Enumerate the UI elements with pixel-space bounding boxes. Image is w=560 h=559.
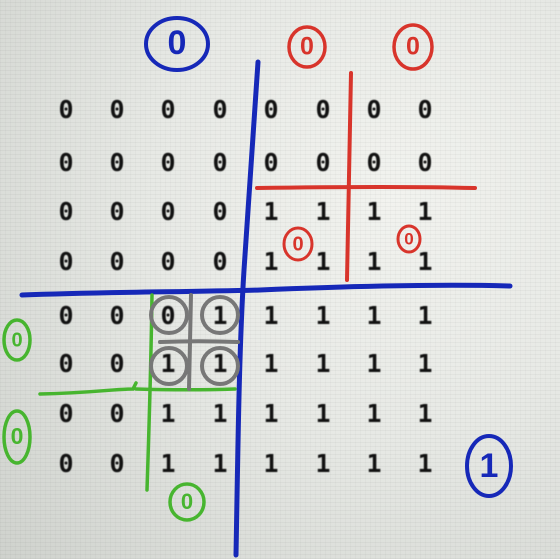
- matrix-cell: 1: [212, 449, 228, 478]
- matrix-cell: 1: [263, 247, 279, 276]
- matrix-cell: 1: [212, 301, 228, 330]
- matrix-cell: 0: [160, 197, 176, 226]
- gray-cell-circle: [200, 346, 240, 386]
- green-circle-upper: [2, 318, 32, 362]
- green-circle-bottom: [168, 482, 206, 522]
- red-label-inner-left: 0: [292, 233, 303, 255]
- matrix-cell: 0: [109, 197, 125, 226]
- red-circle-inner-right: [396, 224, 422, 254]
- matrix-cell: 0: [160, 301, 176, 330]
- matrix-cell: 1: [366, 349, 382, 378]
- matrix-cell: 0: [58, 95, 74, 124]
- matrix-cell: 0: [212, 197, 228, 226]
- matrix-cell: 0: [263, 148, 279, 177]
- matrix-cell: 0: [315, 95, 331, 124]
- blue-circle-bottom: [465, 434, 513, 498]
- matrix-cell: 1: [263, 399, 279, 428]
- gray-cell-circle: [149, 295, 189, 335]
- matrix-cell: 0: [109, 247, 125, 276]
- matrix-cell: 1: [315, 247, 331, 276]
- matrix-cell: 0: [109, 301, 125, 330]
- matrix-cell: 0: [212, 247, 228, 276]
- red-circle-right: [392, 23, 434, 71]
- green-label-lower: 0: [11, 423, 24, 449]
- green-horizontal-divider: [38, 381, 237, 396]
- gray-cell-circle: [149, 346, 189, 386]
- matrix-cell: 0: [212, 95, 228, 124]
- matrix-cell: 1: [263, 197, 279, 226]
- matrix-cell: 1: [417, 247, 433, 276]
- matrix-cell: 0: [366, 95, 382, 124]
- green-label-upper: 0: [11, 329, 22, 351]
- matrix-cell: 1: [417, 399, 433, 428]
- matrix-cell: 1: [417, 301, 433, 330]
- red-circle-inner-left: [282, 226, 314, 262]
- blue-horizontal-divider: [19, 282, 513, 298]
- matrix-cell: 0: [366, 148, 382, 177]
- matrix-cell: 0: [160, 95, 176, 124]
- matrix-cell: 1: [160, 399, 176, 428]
- red-label-left: 0: [300, 33, 314, 61]
- green-circle-lower: [2, 409, 32, 465]
- matrix-cell: 0: [417, 95, 433, 124]
- red-label-inner-right: 0: [404, 229, 413, 248]
- blue-label-bottom: 1: [480, 447, 499, 485]
- matrix-cell: 0: [109, 399, 125, 428]
- matrix-cell: 1: [263, 449, 279, 478]
- matrix-cell: 1: [315, 301, 331, 330]
- matrix-cell: 1: [315, 349, 331, 378]
- matrix-cell: 0: [58, 349, 74, 378]
- matrix-cell: 0: [160, 148, 176, 177]
- blue-label-top: 0: [168, 24, 187, 62]
- green-label-bottom: 0: [181, 489, 193, 514]
- matrix-cell: 0: [58, 148, 74, 177]
- green-vertical-divider: [145, 293, 154, 492]
- matrix-cell: 1: [366, 247, 382, 276]
- matrix-cell: 1: [212, 399, 228, 428]
- matrix-cell: 0: [109, 449, 125, 478]
- red-label-right: 0: [406, 33, 420, 61]
- matrix-cell: 1: [315, 449, 331, 478]
- matrix-cell: 0: [109, 148, 125, 177]
- matrix-cell: 0: [109, 95, 125, 124]
- red-horizontal-divider: [255, 184, 477, 190]
- red-vertical-divider: [345, 71, 353, 282]
- matrix-cell: 0: [315, 148, 331, 177]
- matrix-cell: 1: [366, 197, 382, 226]
- matrix-cell: 1: [366, 449, 382, 478]
- red-circle-left: [287, 25, 327, 69]
- matrix-cell: 1: [417, 197, 433, 226]
- matrix-cell: 0: [58, 449, 74, 478]
- matrix-cell: 0: [109, 349, 125, 378]
- blue-vertical-divider: [233, 59, 261, 558]
- matrix-cell: 0: [212, 148, 228, 177]
- matrix-cell: 1: [417, 349, 433, 378]
- matrix-cell: 1: [263, 301, 279, 330]
- matrix-cell: 0: [58, 301, 74, 330]
- matrix-cell: 1: [160, 349, 176, 378]
- matrix-cell: 1: [315, 197, 331, 226]
- matrix-cell: 1: [263, 349, 279, 378]
- matrix-cell: 1: [160, 449, 176, 478]
- matrix-cell: 1: [315, 399, 331, 428]
- gray-cell-circle: [200, 295, 240, 335]
- matrix-cell: 0: [58, 399, 74, 428]
- matrix-cell: 1: [417, 449, 433, 478]
- matrix-cell: 0: [160, 247, 176, 276]
- matrix-cell: 1: [366, 399, 382, 428]
- blue-circle-top: [144, 16, 210, 72]
- matrix-cell: 1: [212, 349, 228, 378]
- matrix-cell: 0: [58, 197, 74, 226]
- matrix-cell: 0: [417, 148, 433, 177]
- matrix-cell: 0: [263, 95, 279, 124]
- matrix-cell: 1: [366, 301, 382, 330]
- matrix-cell: 0: [58, 247, 74, 276]
- gray-horizontal-divider: [158, 339, 240, 344]
